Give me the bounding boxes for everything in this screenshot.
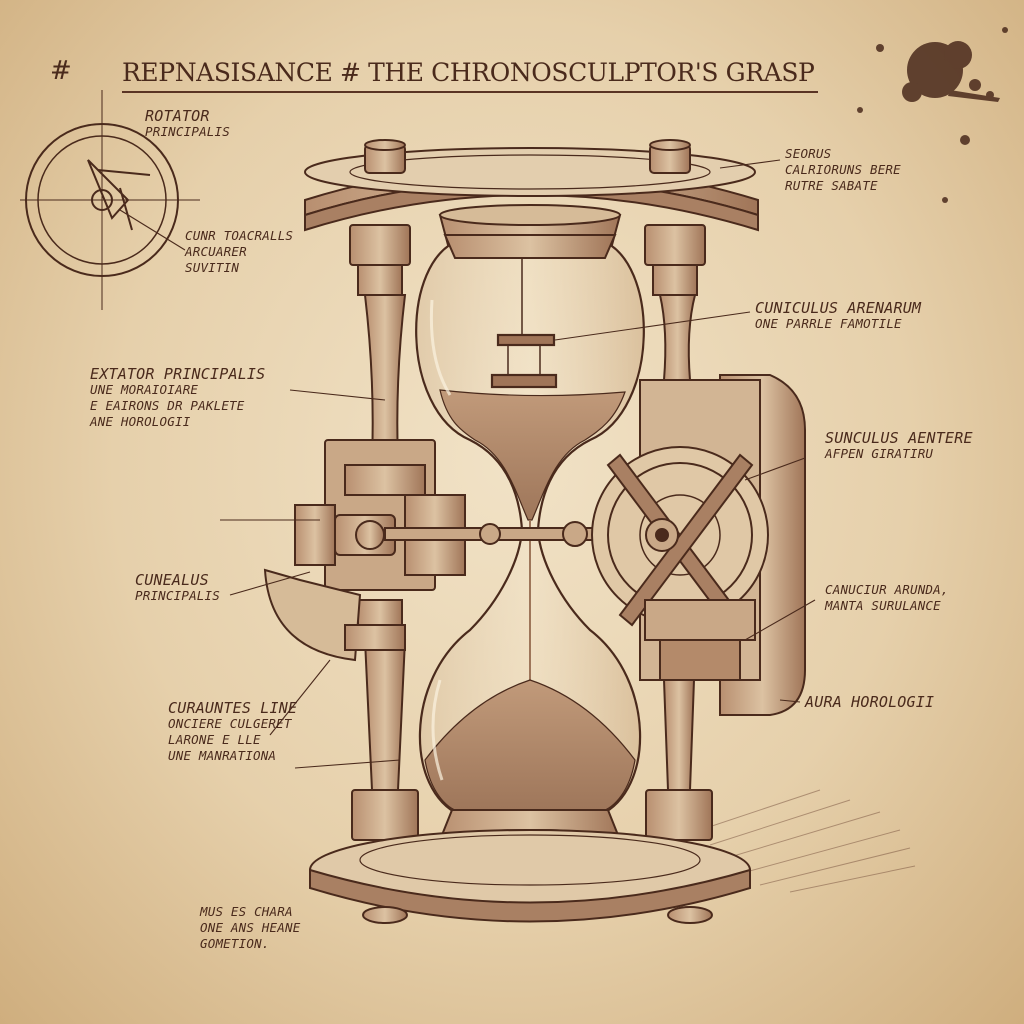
title-hash: #	[50, 56, 72, 86]
label-cunr: CUNR TOACRALLS ARCUARER SUVITIN	[185, 228, 294, 275]
ink-splatter	[857, 27, 1008, 203]
page-title: REPNASISANCE # THE CHRONOSCULPTOR'S GRAS…	[122, 58, 818, 93]
label-seorus: SEORUS CALRIORUNS BERE RUTRE SABATE	[785, 146, 901, 193]
label-curauntes: CURAUNTES LINE ONCIERE CULGERET LARONE E…	[168, 699, 298, 763]
label-cuniculus: CUNICULUS ARENARUM ONE PARRLE FAMOTILE	[755, 299, 922, 331]
pillar-finials	[364, 139, 691, 174]
left-mechanism	[263, 439, 466, 662]
rotator-dial	[20, 90, 200, 310]
label-canucium: CANUCIUR ARUNDA, MANTA SURULANCE	[825, 582, 949, 613]
label-cunealus: CUNEALUS PRINCIPALIS	[135, 571, 220, 603]
floor-shadow	[699, 789, 916, 893]
label-aura: AURA HOROLOGII	[805, 693, 935, 711]
label-extator: EXTATOR PRINCIPALIS UNE MORAIOIARE E EAI…	[90, 365, 266, 429]
right-mechanism	[591, 374, 806, 716]
label-sunculus: SUNCULUS AENTERE AFPEN GIRATIRU	[825, 429, 973, 461]
base-plate	[309, 829, 751, 924]
label-rotator: ROTATOR PRINCIPALIS	[145, 107, 230, 139]
left-pillar	[349, 224, 419, 841]
label-mus: MUS ES CHARA ONE ANS HEANE GOMETION.	[200, 904, 301, 951]
leader-lines	[119, 159, 816, 769]
top-plate	[304, 147, 759, 246]
